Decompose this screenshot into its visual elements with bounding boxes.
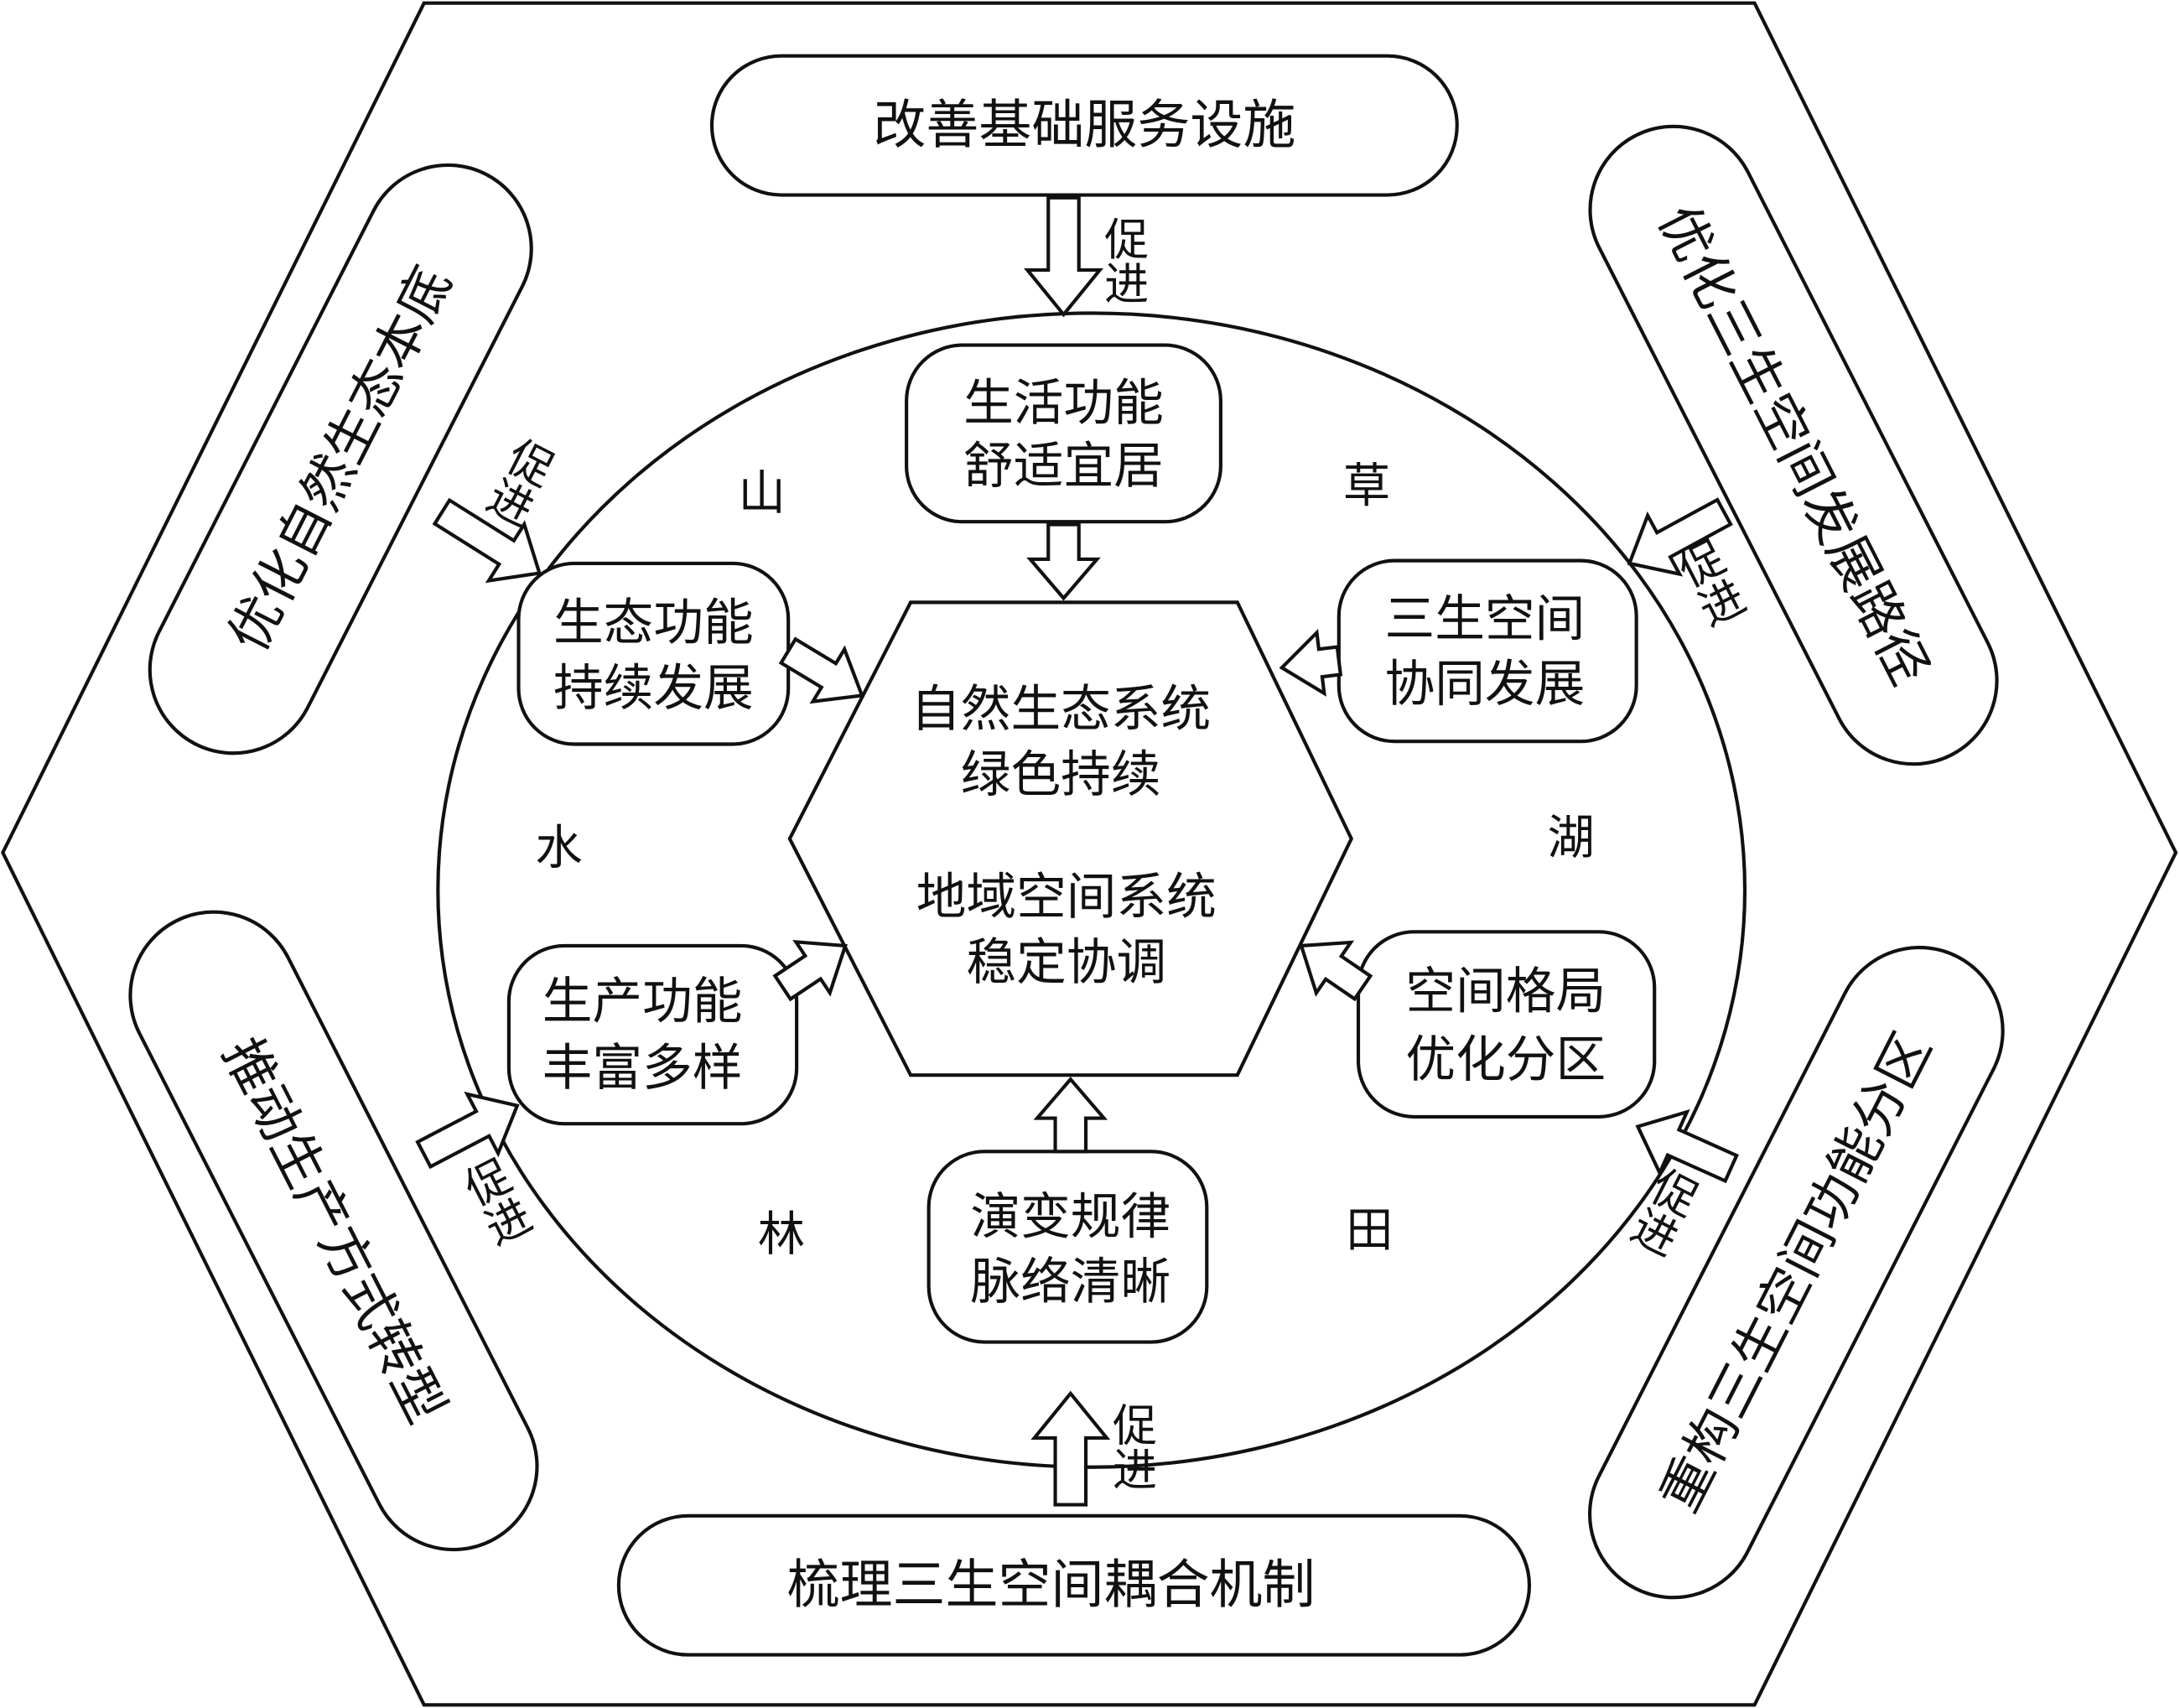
- box-line: 脉络清晰: [970, 1254, 1170, 1310]
- arrow-synergy-to-center: [1279, 628, 1343, 697]
- element-mountain: 山: [738, 468, 785, 520]
- box-spatial-pattern: 空间格局 优化分区: [1356, 930, 1657, 1119]
- box-line: 舒适宜居: [963, 439, 1164, 494]
- box-ecological-function: 生态功能 持续发展: [516, 561, 791, 746]
- box-line: 丰富多样: [542, 1041, 743, 1096]
- arrow-top-left-outer: [432, 497, 542, 584]
- box-line: 演变规律: [970, 1189, 1170, 1244]
- pill-bottom-left: 推动生产方式转型: [128, 910, 539, 1552]
- center-line-1: 自然生态系统: [911, 682, 1211, 737]
- arrows-layer: [415, 195, 1739, 1507]
- center-hexagon: [787, 600, 1354, 1077]
- arrow-pattern-to-center: [1299, 940, 1373, 1002]
- arrow-bottom-left-outer: [415, 1091, 520, 1170]
- pill-bottom-label: 梳理三生空间耦合机制: [787, 1556, 1316, 1615]
- box-line: 协同发展: [1385, 657, 1586, 712]
- center-line-3: 地域空间系统: [916, 870, 1217, 925]
- box-synergy: 三生空间 协同发展: [1337, 558, 1638, 744]
- element-grass: 草: [1343, 461, 1390, 513]
- box-line: 生产功能: [542, 973, 743, 1029]
- arrow-production-to-center: [772, 939, 848, 1002]
- center-line-2: 绿色持续: [961, 747, 1161, 802]
- pill-top-label: 改善基础服务设施: [873, 96, 1295, 155]
- arrow-eco-to-center: [778, 636, 864, 704]
- pill-top: 改善基础服务设施: [709, 54, 1459, 197]
- box-production-function: 生产功能 丰富多样: [506, 943, 799, 1126]
- arrow-bottom-outer: [1030, 1390, 1111, 1507]
- box-line: 三生空间: [1385, 591, 1586, 646]
- box-line: 生态功能: [553, 595, 754, 651]
- arrow-top-inner: [1026, 522, 1101, 601]
- arrow-top-right-outer: [1627, 497, 1733, 577]
- promote-label-bottom: 促进: [1106, 1402, 1157, 1491]
- element-forest: 林: [758, 1209, 805, 1261]
- element-water: 水: [535, 823, 582, 875]
- box-evolution-pattern: 演变规律 脉络清晰: [926, 1150, 1209, 1344]
- box-line: 空间格局: [1405, 964, 1606, 1020]
- arrow-top-outer: [1024, 195, 1103, 318]
- promote-label-top: 促进: [1098, 215, 1149, 304]
- box-living-function: 生活功能 舒适宜居: [905, 343, 1222, 524]
- box-line: 生活功能: [963, 376, 1164, 431]
- box-line: 持续发展: [553, 661, 754, 716]
- box-line: 优化分区: [1405, 1032, 1606, 1088]
- pill-bottom: 梳理三生空间耦合机制: [616, 1513, 1532, 1657]
- arrow-bottom-inner: [1033, 1076, 1108, 1154]
- element-field: 田: [1346, 1205, 1393, 1257]
- center-line-4: 稳定协调: [966, 935, 1166, 990]
- element-lake: 湖: [1548, 812, 1595, 864]
- arrow-bottom-right-outer: [1635, 1108, 1739, 1184]
